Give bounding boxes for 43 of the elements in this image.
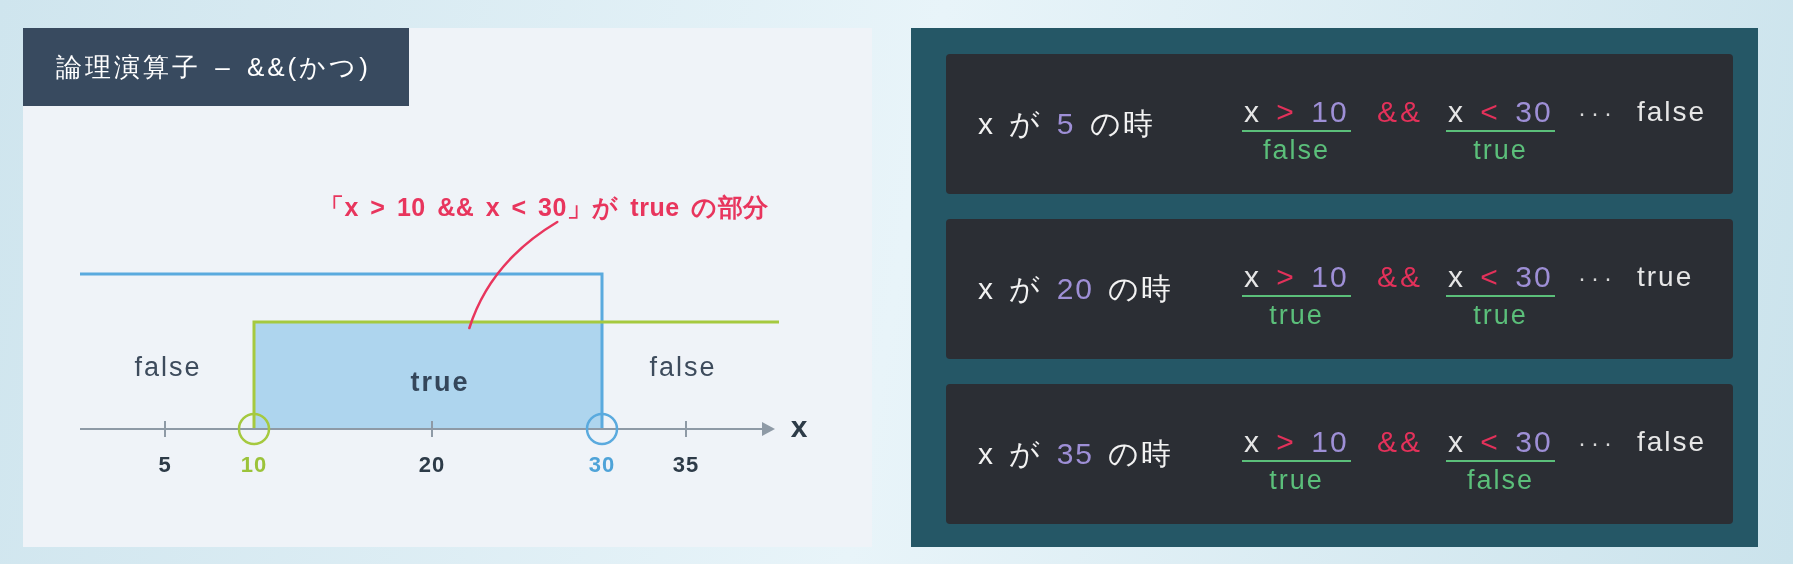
- title-text: 論理演算子 – &&(かつ): [56, 51, 371, 83]
- ellipsis-text: ···: [1578, 97, 1617, 127]
- expression-text: x > 10: [1242, 259, 1351, 297]
- condition-text: x が 5 の時: [978, 106, 1155, 142]
- result-text: true: [1473, 134, 1528, 166]
- expression-text: x > 10: [1242, 424, 1351, 462]
- expression-text: x < 30: [1446, 94, 1555, 132]
- result-text: false: [1467, 464, 1534, 496]
- callout-text: 「x > 10 && x < 30」が true の部分: [319, 192, 769, 222]
- tick-label: 20: [418, 452, 446, 478]
- example-card: [946, 219, 1733, 359]
- example-card: [946, 384, 1733, 524]
- ellipsis-text: ···: [1578, 262, 1617, 292]
- tick-label: 10: [240, 452, 268, 478]
- region-label: false: [134, 351, 202, 383]
- condition-text: x が 20 の時: [978, 271, 1174, 307]
- expression-text: x < 30: [1446, 424, 1555, 462]
- axis-label: x: [790, 409, 808, 445]
- tick-label: 5: [158, 452, 172, 478]
- leader-line: [468, 220, 559, 330]
- result-text: true: [1269, 464, 1324, 496]
- expression-text: x < 30: [1446, 259, 1555, 297]
- operator-text: &&: [1377, 94, 1424, 130]
- operator-text: &&: [1377, 424, 1424, 460]
- diagram-panel: [23, 28, 872, 547]
- highlighted-range: [253, 322, 602, 429]
- expression-text: x > 10: [1242, 94, 1351, 132]
- final-result-text: false: [1637, 95, 1707, 129]
- result-text: true: [1473, 299, 1528, 331]
- result-text: true: [1269, 299, 1324, 331]
- example-card: [946, 54, 1733, 194]
- ellipsis-text: ···: [1578, 427, 1617, 457]
- tick-label: 35: [672, 452, 700, 478]
- title-bar: [23, 28, 409, 106]
- final-result-text: false: [1637, 425, 1707, 459]
- operator-text: &&: [1377, 259, 1424, 295]
- final-result-text: true: [1637, 260, 1694, 294]
- condition-text: x が 35 の時: [978, 436, 1174, 472]
- region-label: false: [649, 351, 717, 383]
- range-label: true: [410, 366, 470, 398]
- example-panel: [911, 28, 1758, 547]
- result-text: false: [1263, 134, 1330, 166]
- tick-label: 30: [588, 452, 616, 478]
